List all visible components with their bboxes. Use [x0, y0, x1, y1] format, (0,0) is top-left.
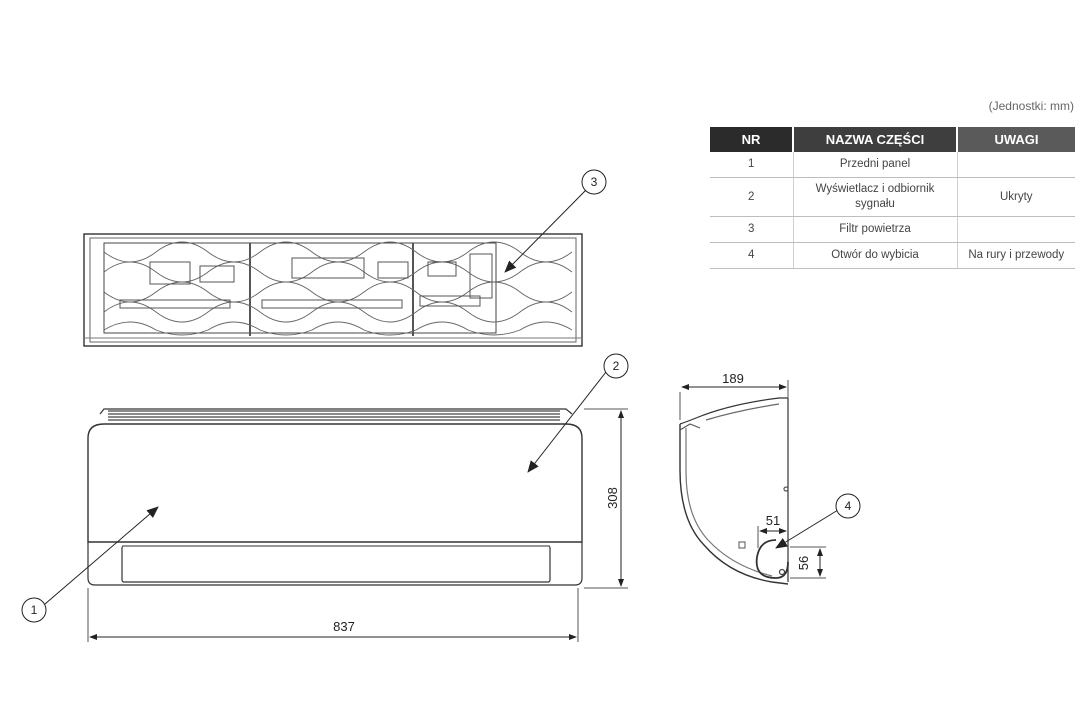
dimension-depth	[679, 380, 789, 420]
callout-3-label: 3	[591, 175, 598, 189]
callout-1-label: 1	[31, 603, 38, 617]
table-row: 3 Filtr powietrza	[710, 216, 1075, 243]
table-row: 1 Przedni panel	[710, 152, 1075, 178]
row-nr: 3	[710, 216, 793, 243]
dimension-height	[584, 408, 628, 589]
header-part-name: NAZWA CZĘŚCI	[792, 127, 957, 152]
parts-table-header: NR NAZWA CZĘŚCI UWAGI	[710, 127, 1075, 152]
row-part-name: Wyświetlacz i odbiornik sygnału	[792, 177, 957, 217]
row-note	[956, 152, 1075, 178]
row-part-name: Przedni panel	[792, 152, 957, 178]
row-part-name: Filtr powietrza	[792, 216, 957, 243]
header-notes: UWAGI	[956, 127, 1075, 152]
row-note	[956, 216, 1075, 243]
row-nr: 2	[710, 177, 793, 217]
dimension-hole-offset	[757, 526, 787, 548]
hole-offset-label: 51	[766, 513, 780, 528]
side-view	[679, 397, 789, 585]
callout-2: 2	[527, 353, 629, 473]
hole-height-label: 56	[796, 556, 811, 570]
row-note: Na rury i przewody	[956, 242, 1075, 269]
callout-4-label: 4	[845, 499, 852, 513]
callout-4: 4	[775, 493, 861, 549]
callout-2-label: 2	[613, 359, 620, 373]
row-part-name: Otwór do wybicia	[792, 242, 957, 269]
header-nr: NR	[710, 127, 793, 152]
callout-3: 3	[504, 169, 607, 273]
row-nr: 1	[710, 152, 793, 178]
dimension-width	[87, 588, 579, 642]
width-label: 837	[333, 619, 355, 634]
top-view	[83, 233, 583, 347]
units-note: (Jednostki: mm)	[988, 99, 1074, 113]
row-nr: 4	[710, 242, 793, 269]
height-label: 308	[605, 487, 620, 509]
table-row: 2 Wyświetlacz i odbiornik sygnału Ukryty	[710, 177, 1075, 217]
dimension-hole-height	[790, 546, 826, 579]
callout-1: 1	[21, 506, 159, 623]
depth-label: 189	[722, 371, 744, 386]
front-view	[87, 408, 583, 586]
parts-table: NR NAZWA CZĘŚCI UWAGI 1 Przedni panel 2 …	[710, 127, 1075, 269]
row-note: Ukryty	[956, 177, 1075, 217]
table-row: 4 Otwór do wybicia Na rury i przewody	[710, 242, 1075, 269]
